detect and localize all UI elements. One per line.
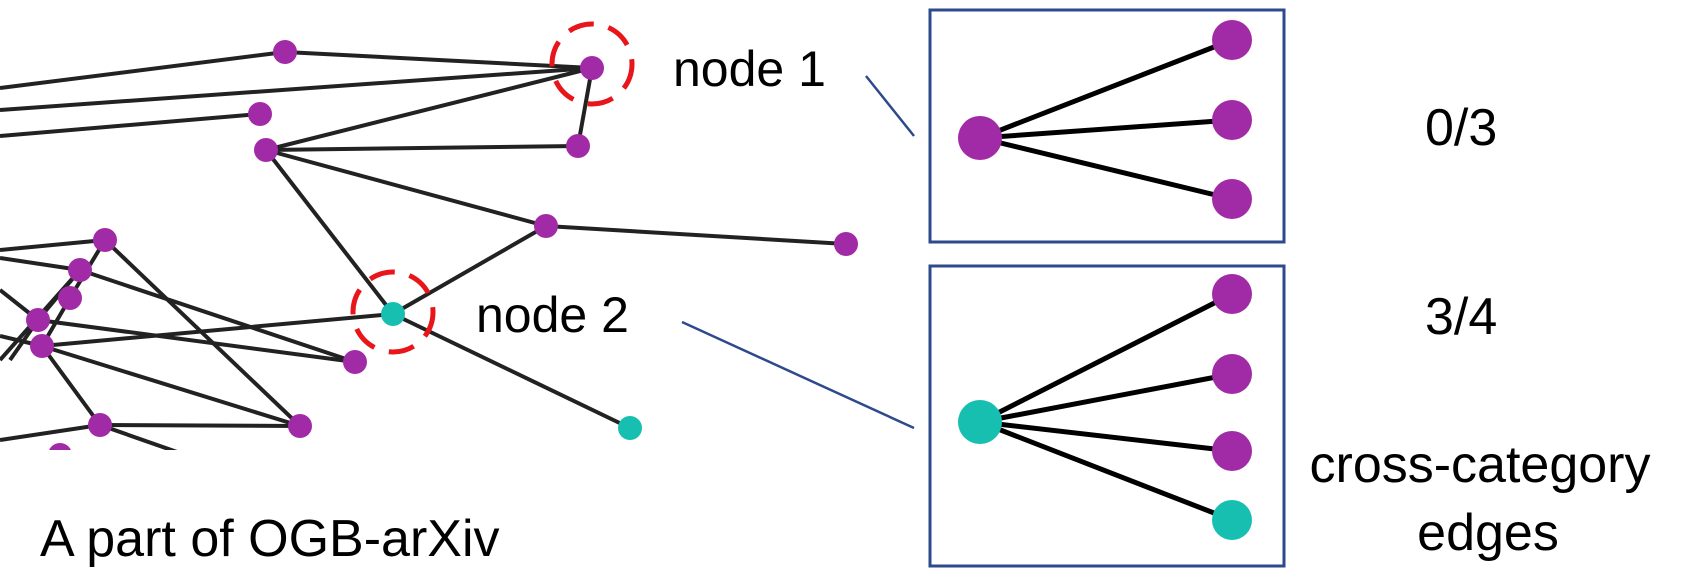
graph-edge: [265, 144, 579, 152]
graph-edge: [392, 312, 631, 430]
graph-edge: [0, 238, 106, 252]
graph-node-purple: [288, 414, 312, 438]
node1-highlight-circle: [549, 21, 635, 107]
center-node-teal: [958, 400, 1002, 444]
graph-edge: [265, 66, 593, 152]
panel-border: [928, 8, 1286, 244]
graph-edge: [0, 50, 286, 90]
node1-neighborhood-panel: [928, 8, 1286, 244]
graph-node-purple: [93, 228, 117, 252]
graph-node-purple: [68, 258, 92, 282]
panel-nodes: [958, 20, 1252, 219]
neighbor-node-purple: [1212, 274, 1252, 314]
graph-node-purple: [248, 102, 272, 126]
node2-connector-line: [681, 320, 915, 430]
ogb-arxiv-graph: [0, 21, 900, 490]
neighbor-node-purple: [1212, 20, 1252, 60]
graph-edge: [284, 50, 593, 70]
graph-edge: [265, 148, 547, 228]
graph-edges: [0, 50, 847, 472]
graph-node-purple: [534, 214, 558, 238]
graph-edge: [392, 224, 547, 316]
panel-edge: [978, 291, 1234, 425]
graph-node-purple: [58, 286, 82, 310]
graph-node-purple: [26, 308, 50, 332]
panel-edges: [979, 37, 1233, 202]
node2-ratio: 3/4: [1425, 288, 1497, 346]
neighbor-node-purple: [1212, 431, 1252, 471]
legend-line2: edges: [1417, 504, 1559, 562]
neighbor-node-purple: [1212, 100, 1252, 140]
graph-edge: [37, 318, 356, 364]
graph-edge: [103, 238, 302, 428]
graph-edge: [264, 148, 395, 316]
neighbor-node-teal: [1212, 500, 1252, 540]
node1-connector-line: [865, 75, 915, 137]
node2-neighborhood-panel: [928, 264, 1286, 568]
graph-edge: [41, 312, 394, 348]
panel-edge: [979, 117, 1233, 141]
graph-edge: [0, 66, 593, 112]
neighbor-node-purple: [1212, 354, 1252, 394]
graph-edge: [0, 423, 101, 442]
graph-node-teal: [618, 416, 642, 440]
graph-node-purple: [273, 40, 297, 64]
center-node-purple: [958, 116, 1002, 160]
node2-highlight-circle: [350, 269, 436, 355]
graph-node-purple: [343, 350, 367, 374]
panel-border: [928, 264, 1286, 568]
node1-ratio: 0/3: [1425, 99, 1497, 157]
graph-node-purple: [30, 334, 54, 358]
panel-edge: [979, 37, 1233, 141]
graph-nodes: [26, 40, 858, 467]
graph-node-purple: [88, 413, 112, 437]
panel-edge: [979, 371, 1233, 425]
panel-edge: [979, 135, 1233, 202]
graph-caption: A part of OGB-arXiv: [40, 510, 500, 568]
panel-edge: [979, 419, 1233, 454]
neighbor-node-purple: [1212, 179, 1252, 219]
graph-edge: [545, 224, 847, 246]
node1-label: node 1: [673, 41, 826, 97]
graph-edge: [576, 67, 594, 147]
graph-edge: [41, 344, 301, 428]
panel-edge: [979, 419, 1233, 523]
graph-edge: [99, 423, 301, 428]
panel-nodes: [958, 274, 1252, 540]
graph-edge: [0, 112, 261, 138]
graph-node-purple: [580, 56, 604, 80]
graph-edge: [79, 268, 356, 364]
graph-edge: [0, 256, 81, 272]
graph-node-purple: [566, 134, 590, 158]
graph-edge: [40, 344, 102, 427]
node2-label: node 2: [476, 287, 629, 343]
graph-node-purple: [254, 138, 278, 162]
graph-node-teal: [381, 302, 405, 326]
legend-line1: cross-category: [1310, 436, 1651, 494]
graph-node-purple: [834, 232, 858, 256]
panel-edges: [978, 291, 1234, 523]
